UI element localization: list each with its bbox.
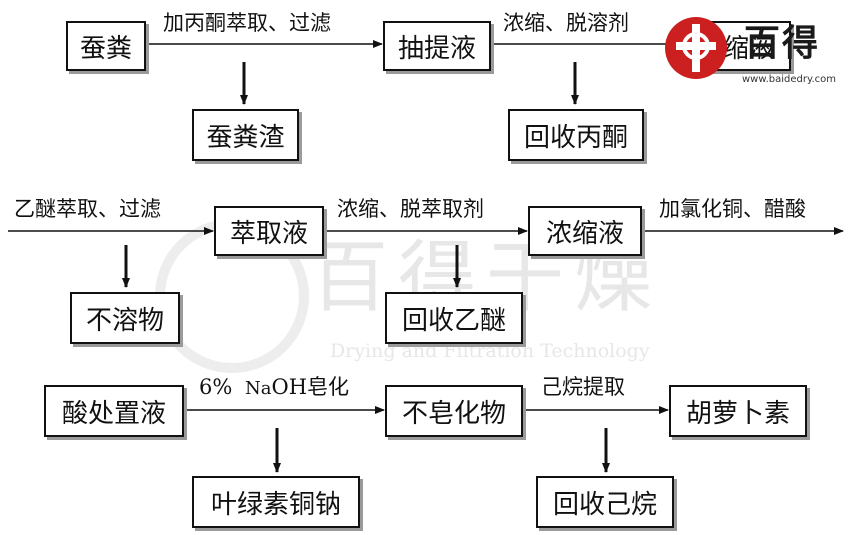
node-chlorophyllin: 叶绿素铜钠	[192, 476, 360, 528]
node-concentrate-1: 浓缩液	[681, 21, 791, 71]
label-concentrate-remove-extractant: 浓缩、脱萃取剂	[337, 197, 484, 221]
watermark-background-en: Drying and Filtration Technology	[330, 340, 650, 362]
node-recover-acetone: 回收丙酮	[508, 109, 644, 161]
label-hexane-extract: 己烷提取	[541, 375, 625, 399]
label-ether-extract-filter: 乙醚萃取、过滤	[14, 197, 161, 221]
label-naoh-na: Na	[245, 378, 272, 399]
node-silkworm-feces: 蚕粪	[66, 21, 146, 71]
node-insoluble: 不溶物	[70, 292, 180, 344]
node-recover-hexane: 回收己烷	[536, 476, 674, 528]
label-acetone-extract-filter: 加丙酮萃取、过滤	[163, 11, 331, 35]
label-add-copper-chloride-acetic: 加氯化铜、醋酸	[659, 197, 806, 221]
node-extract: 抽提液	[383, 21, 491, 71]
label-naoh-percent: 6%	[199, 375, 233, 399]
label-naoh-saponify: 6% NaOH皂化	[199, 377, 349, 398]
node-unsaponifiable: 不皂化物	[385, 385, 523, 437]
node-extract-liquid: 萃取液	[214, 206, 324, 256]
logo-url: www.baidedry.com	[742, 74, 837, 85]
node-recover-ether: 回收乙醚	[385, 292, 523, 344]
logo-brand-text: 百得	[744, 23, 821, 64]
label-naoh-oh: OH	[271, 375, 308, 399]
label-saponify: 皂化	[307, 375, 350, 399]
node-feces-residue: 蚕粪渣	[192, 109, 299, 161]
label-concentrate-remove-solvent: 浓缩、脱溶剂	[503, 11, 629, 35]
logo-emblem-icon	[665, 17, 727, 79]
brand-logo: 百得 www.baidedry.com	[662, 14, 836, 86]
node-carotene: 胡萝卜素	[669, 385, 807, 437]
node-acid-treatment: 酸处置液	[44, 385, 184, 437]
node-concentrate-2: 浓缩液	[528, 206, 642, 256]
